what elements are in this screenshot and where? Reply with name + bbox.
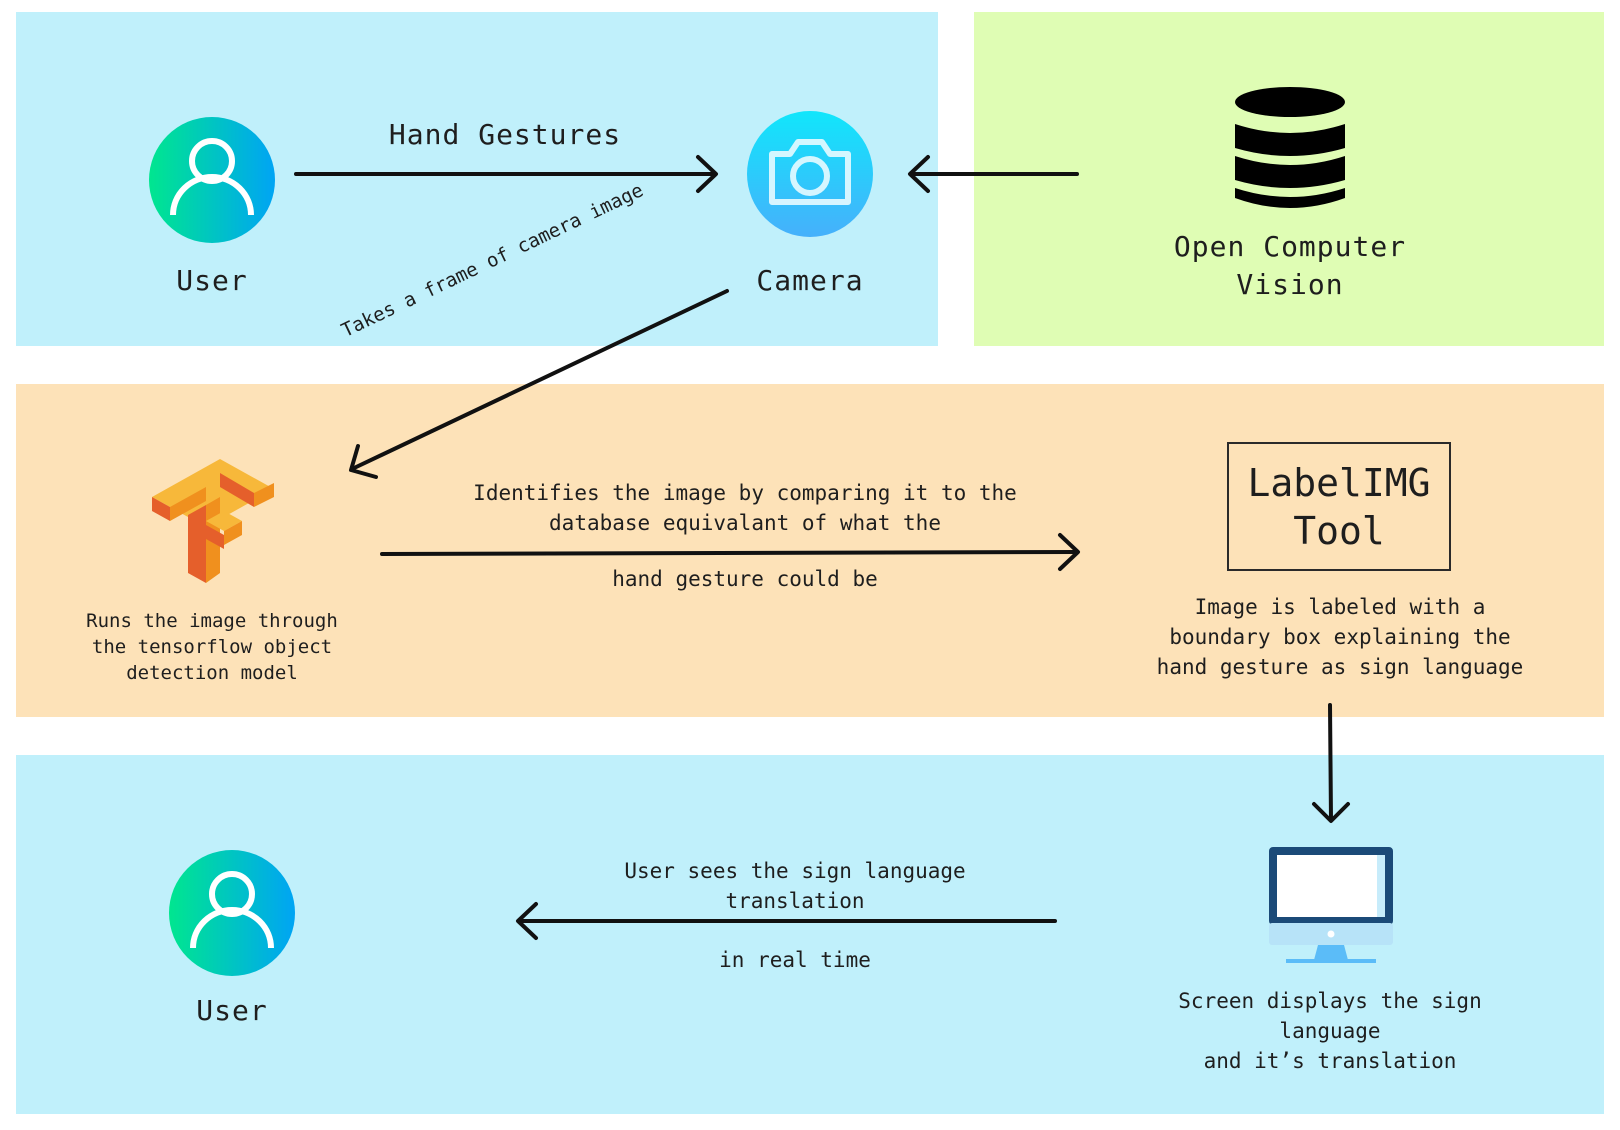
labelimg-tool-title: LabelIMG Tool [1247,460,1431,553]
user-icon [169,850,295,976]
database-icon [1235,87,1345,208]
sees-translation-edge-label-bottom: in real time [719,948,871,972]
user-top-label: User [176,264,248,297]
tensorflow-caption: Runs the image through the tensorflow ob… [86,610,338,684]
labelimg-caption: Image is labeled with a boundary box exp… [1156,595,1524,679]
monitor-icon [1269,847,1393,963]
opencv-label: Open Computer Vision [1173,230,1407,301]
camera-label: Camera [756,264,864,297]
hand-gestures-edge-label: Hand Gestures [388,118,622,151]
identify-edge-label-bottom: hand gesture could be [612,567,878,591]
identify-edge-label-top: Identifies the image by comparing it to … [473,481,1017,535]
labelimg-tool-box: LabelIMG Tool [1227,442,1451,571]
sees-translation-edge-label-top: User sees the sign language translation [624,859,966,913]
tensorflow-logo-icon [152,459,274,583]
screen-caption: Screen displays the sign language and it… [1178,989,1482,1073]
user-bottom-label: User [196,994,268,1027]
user-icon [149,117,275,243]
camera-icon [747,111,873,237]
